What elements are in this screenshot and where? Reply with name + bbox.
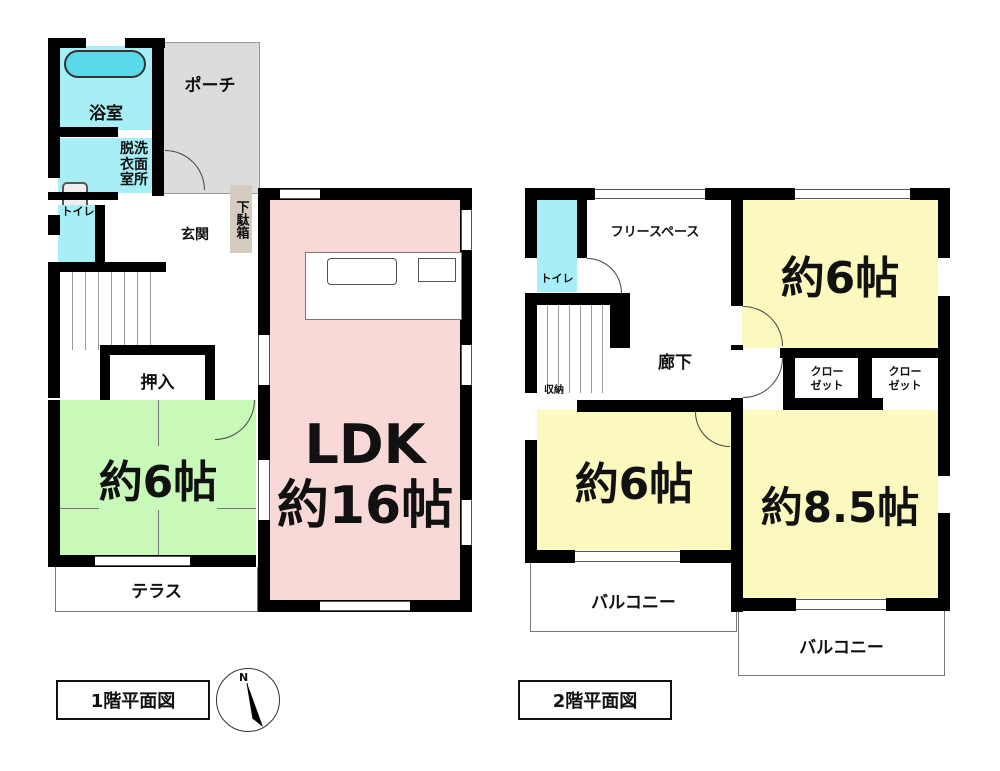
window [796, 599, 886, 610]
wall [48, 192, 118, 200]
wall [48, 38, 86, 48]
window [320, 601, 410, 611]
bedroom-se: 約8.5帖 [742, 410, 938, 598]
wall [60, 555, 95, 567]
wall [938, 296, 950, 476]
floor2-title: 2階平面図 [518, 680, 672, 720]
wall [525, 188, 537, 258]
wall [938, 188, 950, 258]
hallway: 廊下 [658, 352, 692, 373]
wall [783, 348, 795, 410]
window [595, 189, 705, 199]
wall [886, 598, 950, 611]
wall [577, 400, 737, 412]
wall [48, 38, 60, 178]
wall [525, 440, 537, 563]
dressing-room: 脱洗 衣面 室所 [58, 138, 154, 193]
wall [48, 127, 118, 137]
wall [205, 345, 215, 400]
stairs-1f [60, 272, 160, 350]
oshiire-closet: 押入 [100, 345, 215, 405]
wall [48, 262, 166, 272]
wall [680, 550, 740, 563]
wall [125, 38, 165, 48]
wall [731, 598, 796, 611]
toilet-2f: トイレ [537, 200, 577, 292]
ldk-door[interactable] [258, 335, 270, 385]
closet-1: クロー ゼット [810, 365, 844, 392]
toilet-1f: トイレ [58, 205, 98, 263]
wall [731, 398, 743, 612]
balcony-east: バルコニー [738, 608, 945, 676]
wall [95, 205, 105, 265]
wall [152, 38, 164, 196]
kitchen-sink-icon [327, 258, 397, 285]
entrance: 玄関 [181, 227, 209, 243]
shoe-box: 下駄箱 [230, 185, 252, 253]
window [95, 556, 190, 566]
wall [48, 268, 60, 398]
compass-icon: N [216, 668, 280, 732]
window [280, 189, 320, 199]
wall [858, 348, 872, 400]
window [461, 210, 472, 250]
wall [610, 293, 630, 348]
wall [48, 215, 60, 235]
wall [731, 345, 743, 350]
balcony-west: バルコニー [530, 560, 737, 632]
free-space: フリースペース [610, 224, 700, 240]
window [795, 189, 910, 199]
wall [48, 445, 60, 565]
floor1-title: 1階平面図 [56, 680, 210, 720]
stove-icon [418, 258, 456, 282]
wall [705, 188, 795, 200]
window [461, 500, 472, 545]
storage-label: 収納 [544, 385, 564, 396]
wall [525, 293, 537, 393]
wall [525, 550, 575, 563]
wall [525, 293, 630, 305]
stairs-2f [537, 305, 609, 393]
bathtub-icon [64, 50, 146, 78]
compass-needle [246, 682, 263, 727]
window [575, 551, 680, 562]
bedroom-sw: 約6帖 [537, 410, 731, 550]
wall [938, 513, 950, 611]
wall [783, 398, 883, 410]
bedroom-se-door[interactable] [743, 358, 783, 398]
wall [190, 555, 220, 567]
window [461, 345, 472, 385]
wall [577, 188, 587, 258]
closet-2: クロー ゼット [888, 365, 922, 392]
wall [731, 188, 743, 306]
sliding-door[interactable] [258, 460, 270, 520]
terrace: テラス [55, 567, 258, 612]
